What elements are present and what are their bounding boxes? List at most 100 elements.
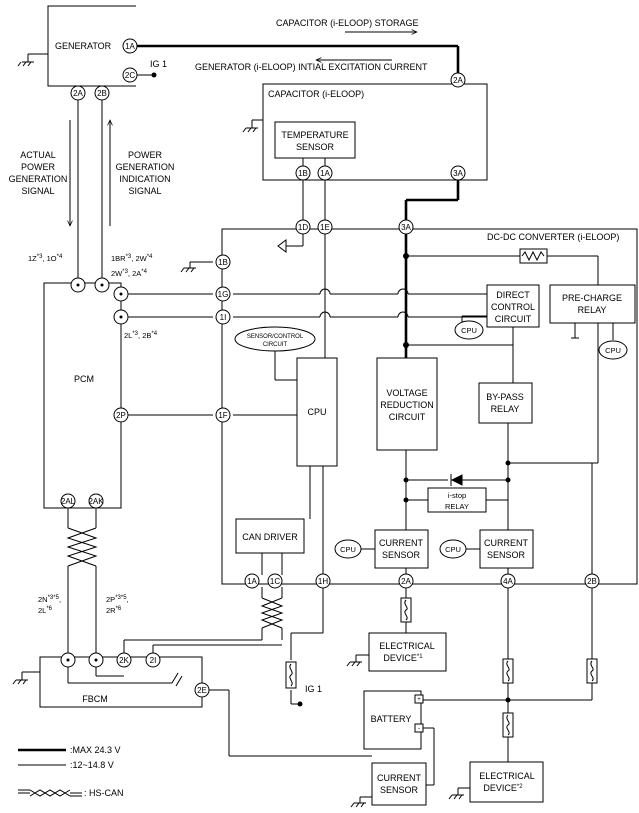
fuse-icon <box>502 658 514 684</box>
svg-text:2E: 2E <box>197 686 207 695</box>
electrical-device-1-box <box>368 632 447 672</box>
legend-max: :MAX 24.3 V <box>70 745 121 755</box>
cpu-label: CPU <box>307 407 326 417</box>
svg-text:1D: 1D <box>298 223 308 232</box>
generator-ig1: IG 1 <box>150 59 167 69</box>
ground-symbols <box>12 61 464 808</box>
svg-text:-: - <box>418 726 420 732</box>
pre-charge-relay-box <box>549 284 636 324</box>
generator-label: GENERATOR <box>55 41 112 51</box>
svg-text:2A: 2A <box>73 89 83 98</box>
svg-text:CIRCUIT: CIRCUIT <box>263 342 288 348</box>
svg-text:2B: 2B <box>587 577 597 586</box>
svg-text:RELAY: RELAY <box>445 502 469 511</box>
svg-text:1F: 1F <box>218 411 227 420</box>
can-driver-box <box>235 518 305 554</box>
sensor-control-ellipse <box>234 326 316 352</box>
svg-text:ELECTRICAL: ELECTRICAL <box>479 771 535 781</box>
svg-text:1BR*3, 2W*4: 1BR*3, 2W*4 <box>111 254 153 263</box>
svg-text:2C: 2C <box>125 71 135 80</box>
legend-hscan: : HS-CAN <box>84 788 124 798</box>
svg-text:2A: 2A <box>453 76 463 85</box>
svg-text:1Z*3, 1O*4: 1Z*3, 1O*4 <box>28 254 63 263</box>
svg-text:3A: 3A <box>453 169 463 178</box>
generator-box <box>47 5 136 87</box>
thick-wires <box>18 44 460 752</box>
connector-pins <box>60 38 600 698</box>
twisted-pair-icons <box>18 527 284 797</box>
flow-arrows <box>70 32 417 226</box>
svg-text:SIGNAL: SIGNAL <box>21 186 54 196</box>
svg-text:1B: 1B <box>298 169 308 178</box>
ground-icon <box>346 661 362 667</box>
battery-terminals <box>414 694 424 733</box>
resistor-icon <box>521 250 545 262</box>
fuse-icon <box>285 661 297 689</box>
battery-label: BATTERY <box>371 714 412 724</box>
svg-text:ELECTRICAL: ELECTRICAL <box>379 641 435 651</box>
pcm-label: PCM <box>74 374 94 384</box>
svg-text:3A: 3A <box>401 223 411 232</box>
diode-icon <box>450 474 463 486</box>
svg-text:2AK: 2AK <box>88 497 104 506</box>
svg-text:1B: 1B <box>218 258 228 267</box>
svg-text:2N*3*5,: 2N*3*5, <box>38 595 61 604</box>
capacitor-label: CAPACITOR (i-ELOOP) <box>268 89 364 99</box>
svg-text:GENERATION: GENERATION <box>116 162 175 172</box>
svg-text:CURRENT: CURRENT <box>377 773 422 783</box>
svg-text:PRE-CHARGE: PRE-CHARGE <box>562 293 622 303</box>
storage-label: CAPACITOR (i-ELOOP) STORAGE <box>276 18 419 28</box>
bottom-ig1: IG 1 <box>305 684 322 694</box>
svg-text:CPU: CPU <box>605 346 621 355</box>
svg-text:BY-PASS: BY-PASS <box>486 392 524 402</box>
can-driver-label: CAN DRIVER <box>242 532 298 542</box>
svg-text:SENSOR/CONTROL: SENSOR/CONTROL <box>247 334 304 340</box>
svg-text:DEVICE*1: DEVICE*1 <box>383 653 423 663</box>
svg-text:2P*3*5,: 2P*3*5, <box>106 595 129 604</box>
svg-text:CURRENT: CURRENT <box>484 538 529 548</box>
ground-icon <box>180 267 196 273</box>
svg-text:CIRCUIT: CIRCUIT <box>389 412 426 422</box>
resistor-box <box>519 248 548 264</box>
svg-text:SENSOR: SENSOR <box>487 550 526 560</box>
labels: CAPACITOR (i-ELOOP) STORAGE GENERATOR (i… <box>9 18 622 798</box>
svg-text:RELAY: RELAY <box>491 404 520 414</box>
svg-text:2R*6: 2R*6 <box>106 606 122 615</box>
svg-text:ACTUAL: ACTUAL <box>20 150 56 160</box>
svg-text:1I: 1I <box>220 313 227 322</box>
svg-text:SENSOR: SENSOR <box>296 142 335 152</box>
svg-text:1A: 1A <box>320 169 330 178</box>
cpu-box <box>296 357 338 467</box>
current-sensor-bottom-box <box>371 762 427 806</box>
svg-text:1A: 1A <box>247 577 257 586</box>
svg-text:1C: 1C <box>270 577 280 586</box>
svg-text:2W*3, 2A*4: 2W*3, 2A*4 <box>111 269 148 278</box>
pin-dots <box>66 283 123 662</box>
svg-text:1H: 1H <box>318 577 328 586</box>
legend-range: :12~14.8 V <box>70 760 114 770</box>
svg-text:DEVICE*2: DEVICE*2 <box>483 783 523 793</box>
ground-icon <box>242 127 258 133</box>
fuse-icons <box>285 597 598 738</box>
thin-wires <box>18 53 614 803</box>
component-boxes <box>39 5 638 806</box>
current-sensor-box-2 <box>479 529 534 569</box>
signal-ground-triangle <box>277 239 287 253</box>
svg-text:1E: 1E <box>320 223 330 232</box>
battery-box <box>363 690 422 750</box>
pcm-box <box>43 282 122 509</box>
svg-text:SIGNAL: SIGNAL <box>128 186 161 196</box>
svg-text:2A: 2A <box>401 577 411 586</box>
dcdc-label: DC-DC CONVERTER (i-ELOOP) <box>487 232 619 242</box>
fuse-icon <box>502 712 514 738</box>
svg-text:SENSOR: SENSOR <box>382 550 421 560</box>
capacitor-box <box>262 83 488 181</box>
ground-icon <box>350 802 366 808</box>
svg-text:POWER: POWER <box>128 150 163 160</box>
wire-break-icon <box>171 672 183 687</box>
svg-text:VOLTAGE: VOLTAGE <box>386 388 427 398</box>
svg-text:SENSOR: SENSOR <box>380 785 419 795</box>
svg-text:2K: 2K <box>119 656 129 665</box>
excitation-label: GENERATOR (i-ELOOP) INTIAL EXCITATION CU… <box>195 62 428 72</box>
svg-text:2AL: 2AL <box>61 497 76 506</box>
